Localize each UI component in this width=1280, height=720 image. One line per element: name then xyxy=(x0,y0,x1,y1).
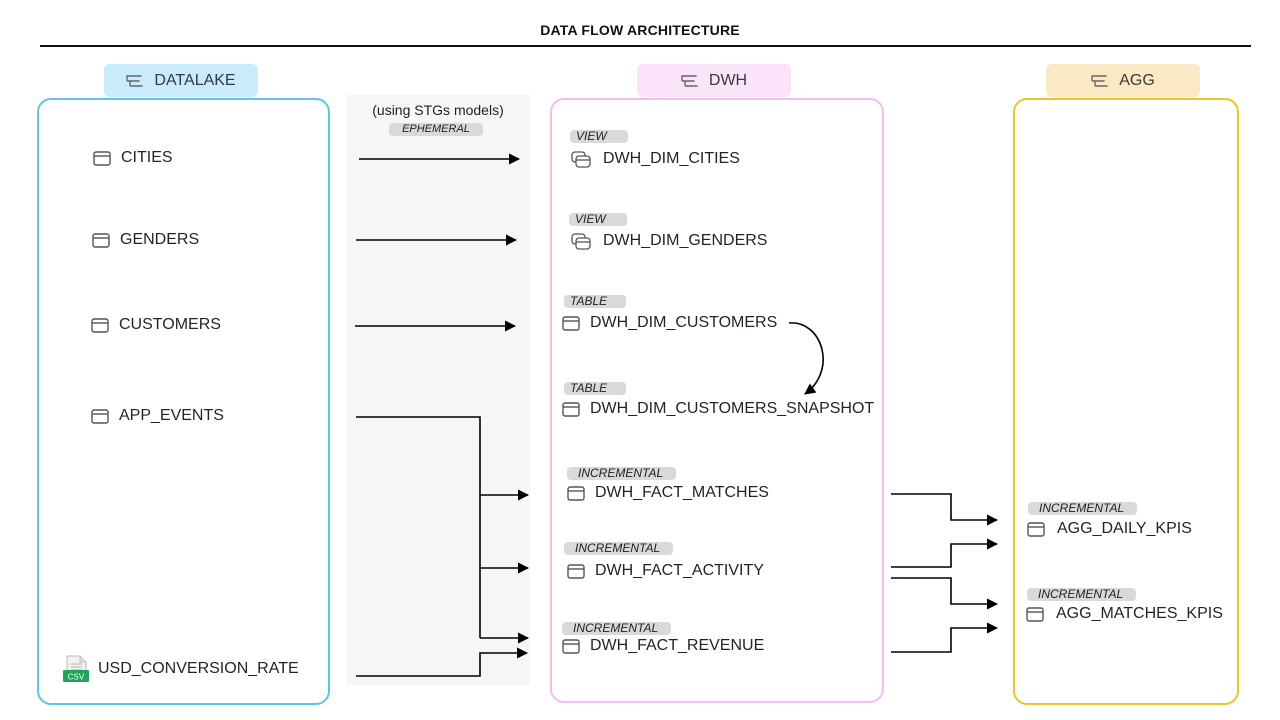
source-usd-conversion-rate[interactable]: CSV USD_CONVERSION_RATE xyxy=(63,655,299,683)
model-label: DWH_DIM_GENDERS xyxy=(603,232,768,249)
model-agg-matches-kpis[interactable]: AGG_MATCHES_KPIS xyxy=(1026,605,1223,623)
source-label: USD_CONVERSION_RATE xyxy=(98,660,299,677)
flow-arrow-activity-to-matches xyxy=(891,577,999,610)
datalake-header: DATALAKE xyxy=(104,64,258,97)
datalake-label: DATALAKE xyxy=(154,71,236,89)
table-icon xyxy=(91,408,109,424)
ephemeral-tag: EPHEMERAL xyxy=(389,123,483,136)
table-icon xyxy=(562,401,580,417)
materialization-tag: INCREMENTAL xyxy=(1028,502,1137,515)
model-label: DWH_FACT_ACTIVITY xyxy=(595,562,764,579)
table-icon xyxy=(567,485,585,501)
flow-arrow-snapshot xyxy=(788,322,824,395)
materialization-tag: VIEW xyxy=(569,213,627,226)
model-dwh-dim-customers-snapshot[interactable]: DWH_DIM_CUSTOMERS_SNAPSHOT xyxy=(562,400,874,418)
title-divider xyxy=(40,45,1251,47)
model-label: DWH_DIM_CUSTOMERS xyxy=(590,314,778,331)
source-label: CITIES xyxy=(121,149,173,166)
table-icon xyxy=(562,638,580,654)
flow-arrow-revenue-to-matches xyxy=(891,622,999,653)
source-label: APP_EVENTS xyxy=(119,407,224,424)
materialization-tag: INCREMENTAL xyxy=(567,467,676,480)
materialization-tag: INCREMENTAL xyxy=(562,622,671,635)
model-label: DWH_DIM_CITIES xyxy=(603,150,740,167)
flow-arrow-matches-to-daily xyxy=(891,493,999,526)
model-label: AGG_MATCHES_KPIS xyxy=(1056,605,1223,622)
view-icon xyxy=(571,150,591,168)
agg-zone xyxy=(1013,98,1239,705)
model-dwh-dim-customers[interactable]: DWH_DIM_CUSTOMERS xyxy=(562,314,777,332)
dwh-header: DWH xyxy=(637,64,791,97)
materialization-tag: INCREMENTAL xyxy=(564,542,673,555)
model-agg-daily-kpis[interactable]: AGG_DAILY_KPIS xyxy=(1027,520,1192,538)
view-icon xyxy=(571,232,591,250)
table-icon xyxy=(567,563,585,579)
model-label: DWH_DIM_CUSTOMERS_SNAPSHOT xyxy=(590,400,875,417)
datalake-zone xyxy=(37,98,330,705)
staging-caption: (using STGs models) xyxy=(372,102,504,118)
source-cities[interactable]: CITIES xyxy=(93,149,173,167)
csv-badge-text: CSV xyxy=(68,673,85,682)
flow-arrow-usd-rate xyxy=(356,647,529,677)
materialization-tag: TABLE xyxy=(564,382,626,395)
table-icon xyxy=(1027,521,1045,537)
source-genders[interactable]: GENDERS xyxy=(92,231,199,249)
materialization-tag: VIEW xyxy=(570,130,628,143)
materialization-tag: INCREMENTAL xyxy=(1027,588,1136,601)
layers-icon xyxy=(126,74,144,87)
table-icon xyxy=(93,150,111,166)
flow-arrow-activity-to-daily xyxy=(891,538,999,568)
layers-icon xyxy=(1091,74,1109,87)
model-dwh-fact-matches[interactable]: DWH_FACT_MATCHES xyxy=(567,484,769,502)
table-icon xyxy=(1026,606,1044,622)
table-icon xyxy=(562,315,580,331)
source-label: CUSTOMERS xyxy=(119,316,221,333)
source-customers[interactable]: CUSTOMERS xyxy=(91,316,221,334)
agg-header: AGG xyxy=(1046,64,1200,97)
model-label: DWH_FACT_MATCHES xyxy=(595,484,769,501)
diagram-title: DATA FLOW ARCHITECTURE xyxy=(540,22,740,38)
model-label: AGG_DAILY_KPIS xyxy=(1057,520,1192,537)
model-dwh-fact-activity[interactable]: DWH_FACT_ACTIVITY xyxy=(567,562,764,580)
model-dwh-fact-revenue[interactable]: DWH_FACT_REVENUE xyxy=(562,637,764,655)
dwh-zone xyxy=(550,98,884,703)
table-icon xyxy=(91,317,109,333)
staging-band xyxy=(346,95,530,685)
model-label: DWH_FACT_REVENUE xyxy=(590,637,765,654)
source-app-events[interactable]: APP_EVENTS xyxy=(91,407,224,425)
agg-label: AGG xyxy=(1119,71,1155,89)
materialization-tag: TABLE xyxy=(564,295,626,308)
ephemeral-tag-label: EPHEMERAL xyxy=(402,123,470,135)
model-dwh-dim-genders[interactable]: DWH_DIM_GENDERS xyxy=(571,232,767,250)
dwh-label: DWH xyxy=(708,71,748,89)
source-label: GENDERS xyxy=(120,231,200,248)
csv-file-icon: CSV xyxy=(63,655,89,682)
table-icon xyxy=(92,232,110,248)
model-dwh-dim-cities[interactable]: DWH_DIM_CITIES xyxy=(571,150,740,168)
flow-line-app-events xyxy=(356,416,481,638)
layers-icon xyxy=(681,74,698,87)
